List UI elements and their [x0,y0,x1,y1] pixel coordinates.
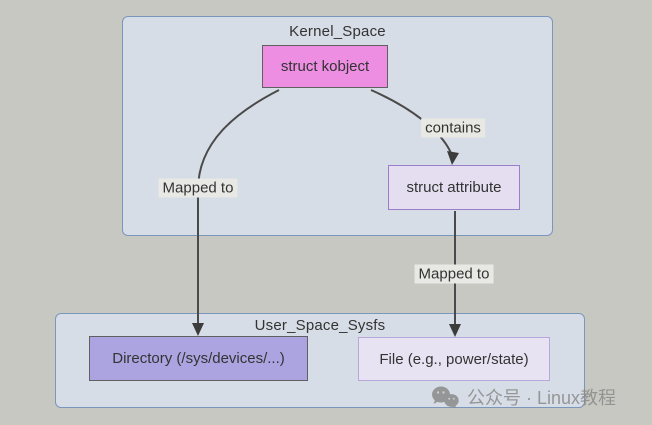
node-file: File (e.g., power/state) [358,337,550,381]
wechat-icon [432,386,459,409]
edge-label-mapped-to-left: Mapped to [158,178,238,198]
node-struct-attribute: struct attribute [388,165,520,210]
cluster-kernel-space-title: Kernel_Space [289,23,386,40]
edge-label-contains: contains [421,118,485,138]
cluster-user-space-sysfs-title: User_Space_Sysfs [254,317,386,334]
edge-label-mapped-to-right: Mapped to [414,264,494,284]
watermark-text: 公众号 · Linux教程 [467,388,617,408]
watermark: 公众号 · Linux教程 [430,384,616,410]
node-struct-kobject: struct kobject [262,45,388,88]
node-directory: Directory (/sys/devices/...) [89,336,308,381]
